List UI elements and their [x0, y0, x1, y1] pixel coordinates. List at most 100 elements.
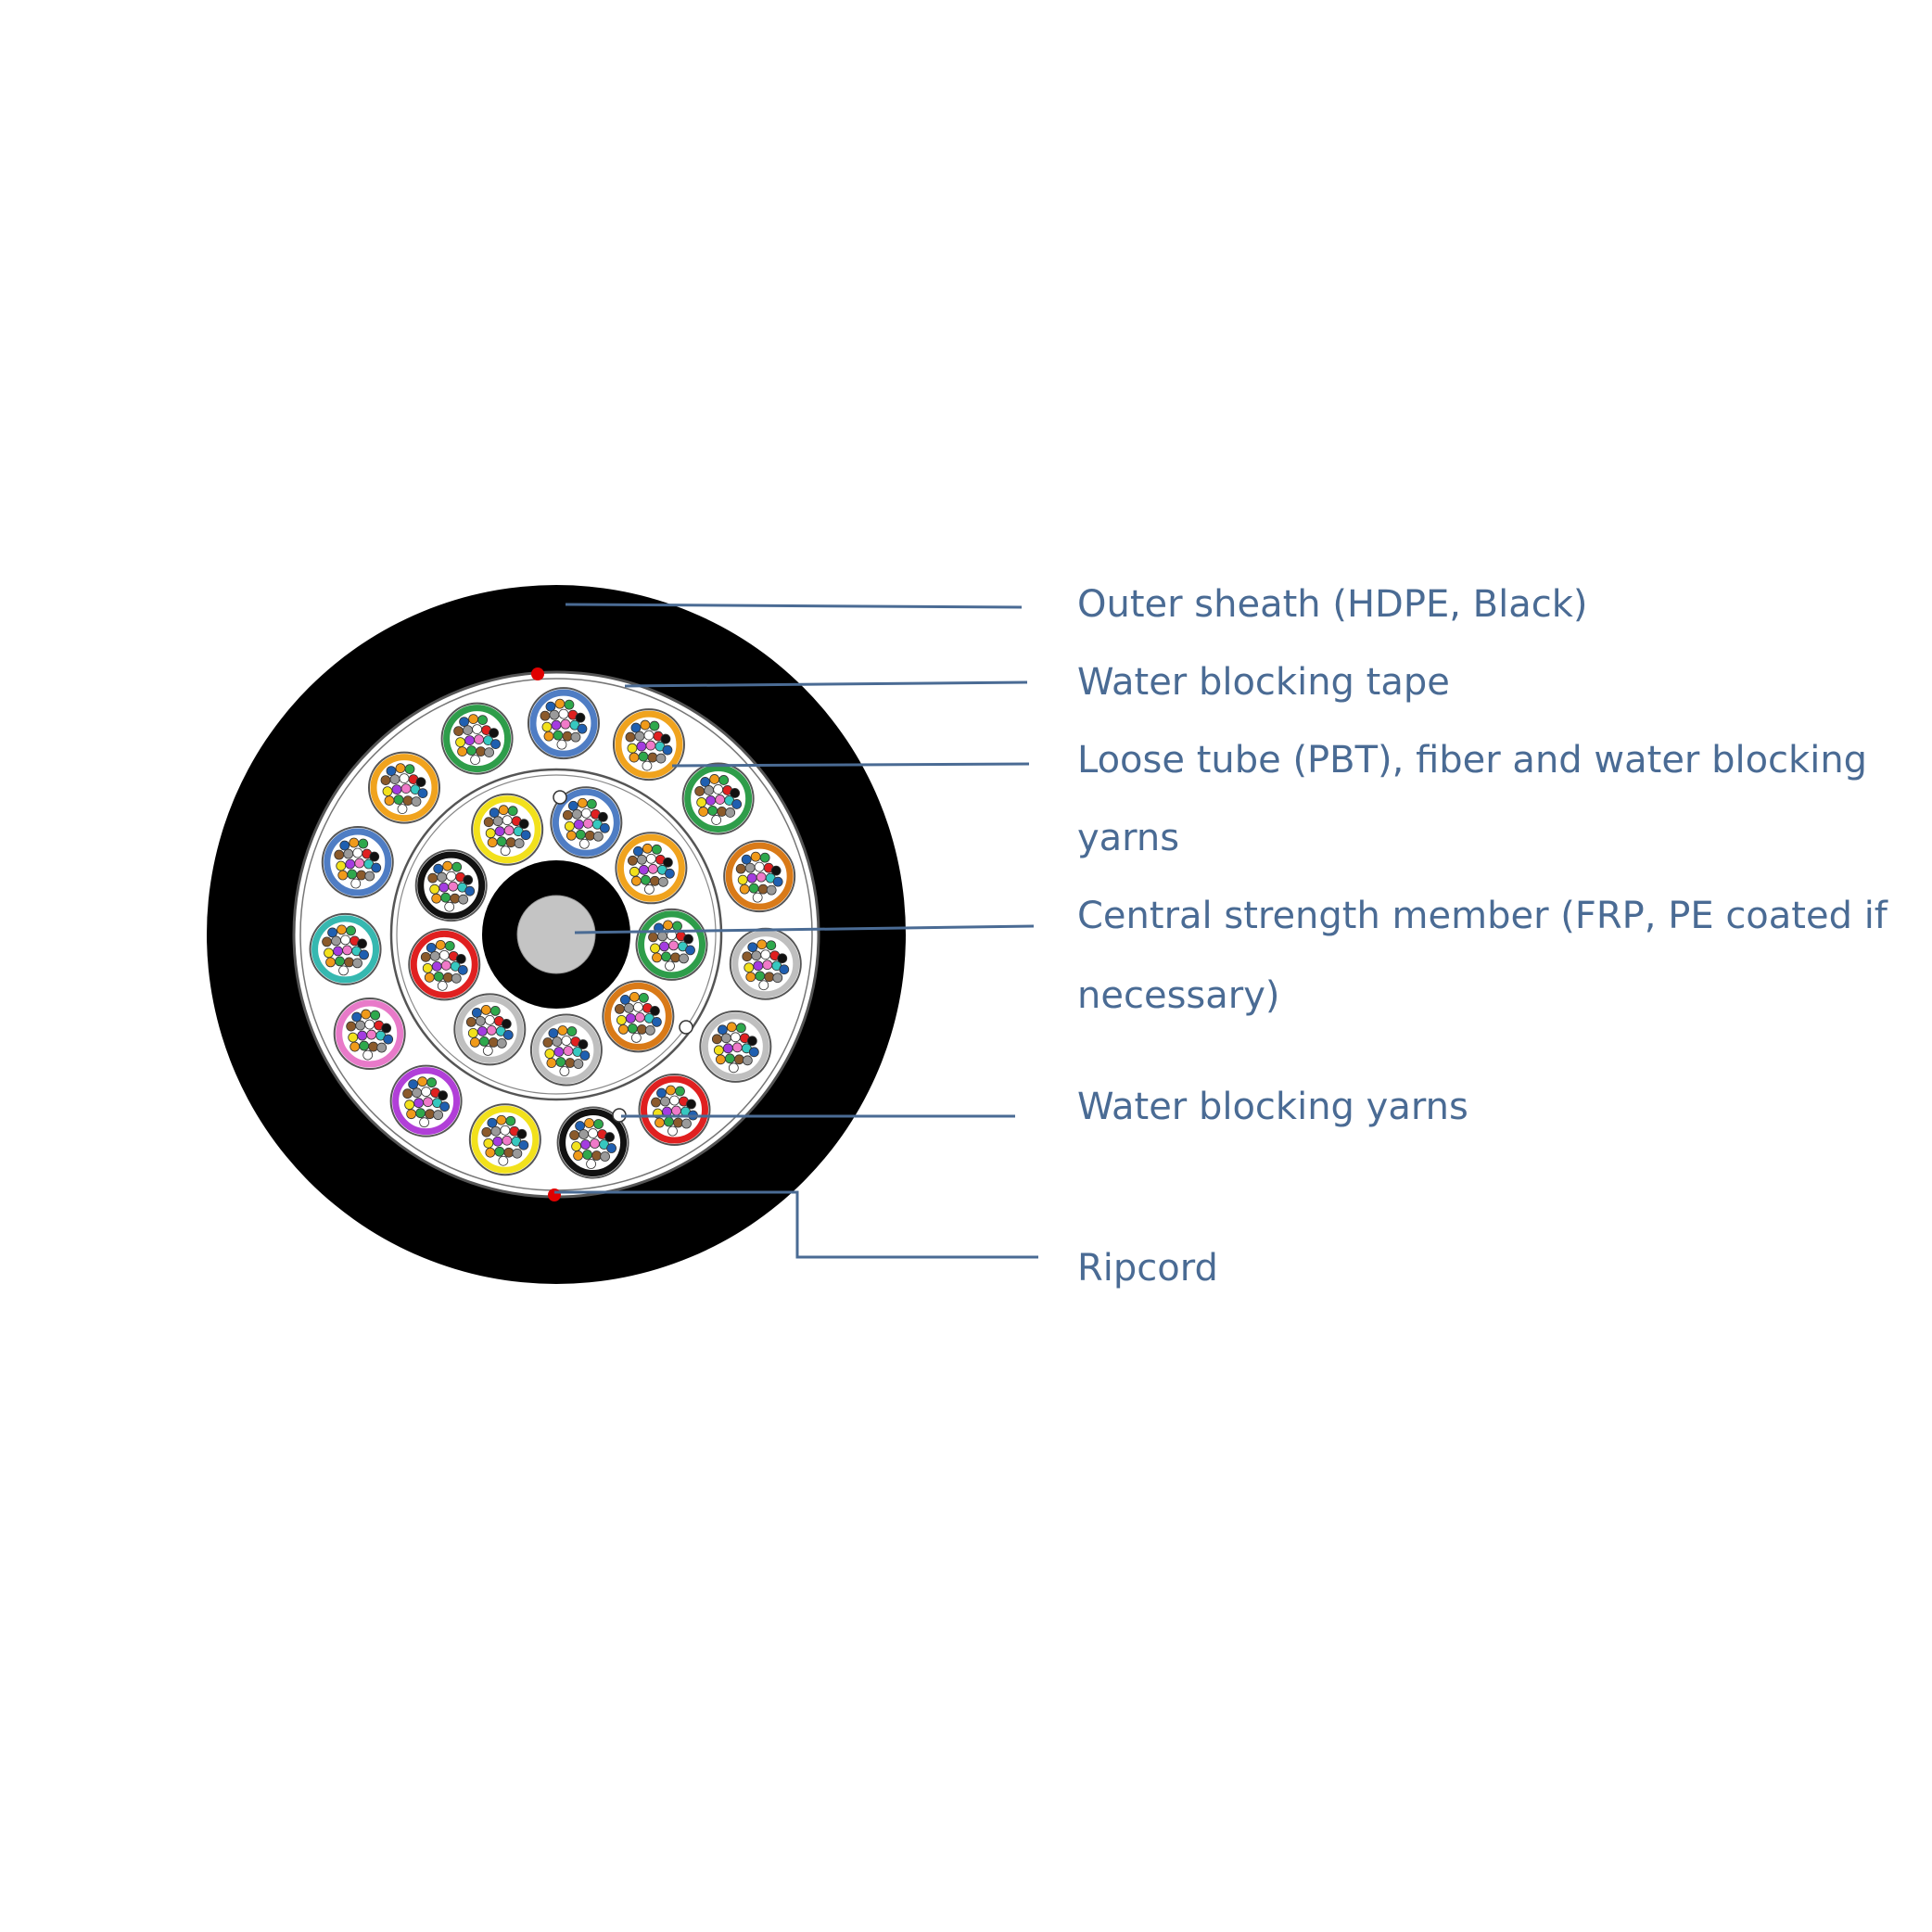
- fiber: [630, 722, 642, 733]
- fiber: [754, 861, 765, 872]
- label-loose-tube-line1: Loose tube (PBT), fiber and water blocki…: [1077, 739, 1868, 782]
- fiber: [505, 1115, 516, 1126]
- fiber: [555, 1057, 566, 1067]
- fiber: [636, 1023, 647, 1035]
- loose-tube-outer-13: [309, 912, 382, 985]
- fiber: [490, 1125, 502, 1137]
- loose-tube-outer-1: [440, 702, 514, 775]
- fiber: [728, 1062, 739, 1074]
- fiber: [371, 862, 382, 873]
- fiber: [573, 1059, 584, 1069]
- fiber: [753, 960, 764, 972]
- fiber: [652, 952, 662, 963]
- fiber: [665, 960, 675, 972]
- fiber: [662, 857, 673, 868]
- fiber: [486, 1024, 497, 1036]
- fiber: [573, 1150, 583, 1161]
- fiber: [344, 957, 354, 968]
- fiber: [474, 734, 484, 745]
- fiber: [667, 1125, 678, 1137]
- fiber: [711, 1034, 722, 1045]
- fiber: [492, 816, 503, 827]
- fiber: [399, 773, 410, 784]
- fiber: [616, 1014, 627, 1025]
- fiber: [417, 1076, 428, 1087]
- fiber: [577, 723, 588, 734]
- fiber: [614, 1003, 625, 1014]
- fiber: [383, 1034, 394, 1045]
- leader-ripcord: [554, 1190, 1038, 1259]
- label-loose-tube-line2: yarns: [1077, 817, 1180, 859]
- fiber: [446, 871, 457, 882]
- fiber: [558, 708, 569, 719]
- fiber: [322, 936, 332, 947]
- fiber: [492, 1136, 503, 1147]
- fiber: [356, 870, 367, 881]
- fiber: [500, 845, 511, 857]
- fiber: [333, 946, 343, 957]
- fiber: [431, 960, 442, 972]
- fiber: [348, 1032, 359, 1043]
- fiber: [453, 726, 464, 737]
- fiber: [731, 1042, 743, 1053]
- fiber: [632, 1001, 643, 1012]
- fiber: [590, 1138, 600, 1149]
- fiber: [386, 766, 397, 777]
- fiber: [657, 876, 668, 887]
- fiber: [709, 774, 720, 784]
- fiber: [404, 764, 415, 775]
- fiber: [580, 807, 591, 819]
- fiber: [347, 869, 358, 880]
- fiber: [554, 698, 566, 709]
- fiber: [346, 1021, 357, 1032]
- fiber: [649, 720, 660, 731]
- fiber: [629, 752, 640, 763]
- fiber: [514, 838, 525, 849]
- fiber: [339, 840, 350, 851]
- fiber: [599, 822, 610, 833]
- fiber: [427, 872, 439, 883]
- fiber: [542, 1037, 553, 1048]
- fiber: [638, 864, 649, 875]
- fiber: [468, 714, 478, 725]
- fiber: [629, 991, 640, 1002]
- fiber: [413, 1098, 425, 1109]
- fiber: [485, 1147, 496, 1158]
- fiber: [619, 994, 630, 1005]
- fiber: [545, 701, 556, 712]
- fiber: [666, 1085, 676, 1096]
- fiber: [772, 876, 783, 887]
- fiber: [679, 953, 689, 964]
- fiber: [342, 945, 352, 956]
- fiber: [425, 1109, 436, 1120]
- fiber: [337, 924, 347, 935]
- label-central-strength-member-line2: necessary): [1077, 974, 1280, 1017]
- ripcord-top: [531, 667, 544, 680]
- fiber: [325, 957, 336, 968]
- loose-tube-inner-9: [471, 793, 544, 866]
- fiber: [496, 1037, 507, 1049]
- fiber: [762, 960, 773, 971]
- fiber: [422, 962, 433, 973]
- fiber: [480, 1004, 491, 1015]
- fiber: [562, 809, 573, 820]
- leader-outer-sheath: [565, 603, 1023, 609]
- fiber: [471, 1007, 482, 1018]
- fiber: [766, 884, 777, 896]
- fiber: [650, 943, 660, 954]
- fiber: [725, 807, 736, 818]
- fiber: [324, 947, 334, 959]
- fiber: [770, 865, 782, 876]
- fiber: [494, 1146, 505, 1157]
- fiber: [429, 950, 440, 961]
- fiber: [334, 849, 345, 860]
- fiber: [584, 830, 595, 841]
- fiber: [735, 863, 746, 874]
- fiber: [470, 755, 480, 766]
- fiber: [640, 719, 651, 731]
- fiber: [494, 826, 505, 837]
- fiber: [671, 1105, 681, 1116]
- fiber: [455, 953, 466, 964]
- fiber: [647, 752, 658, 763]
- fiber: [651, 844, 662, 855]
